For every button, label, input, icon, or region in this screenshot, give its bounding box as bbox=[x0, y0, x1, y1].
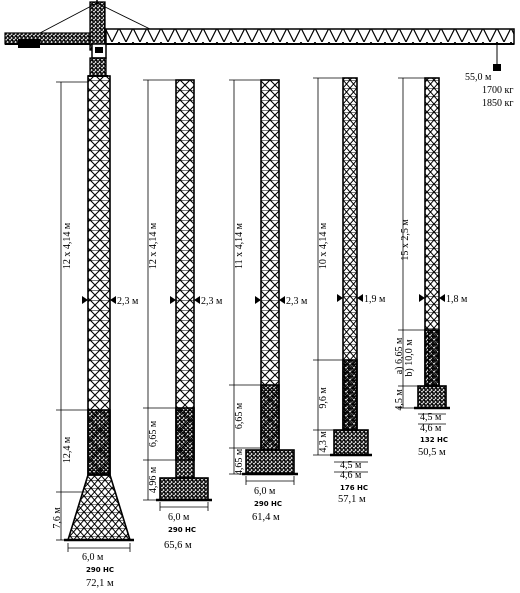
tower-3-height: 61,4 м bbox=[252, 512, 280, 523]
tower-5 bbox=[398, 77, 450, 425]
tower-4-base-dim: 4,6 м bbox=[340, 470, 362, 481]
tower-3-width-label: 2,3 м bbox=[286, 296, 308, 307]
tower-1-base bbox=[66, 474, 132, 541]
tower-2-height: 65,6 м bbox=[164, 540, 192, 551]
tower-5-ballast bbox=[417, 385, 447, 409]
tower-5-lower-mast bbox=[424, 329, 440, 387]
tower-1-width-label: 2,3 м bbox=[117, 296, 139, 307]
tower-2-section-label: 12 x 4,14 м bbox=[148, 222, 159, 269]
tower-4-width-label: 1,9 м bbox=[364, 294, 386, 305]
jib bbox=[4, 0, 515, 77]
tower-1-height: 72,1 м bbox=[86, 578, 114, 589]
tower-3-section-label: 11 x 4,14 м bbox=[234, 222, 245, 269]
tower-3-base-name: 290 HC bbox=[254, 500, 282, 508]
tower-5-base-name: 132 HC bbox=[420, 436, 448, 444]
tower-1-section-label: 12 x 4,14 м bbox=[62, 222, 73, 269]
tower-4-lower-mast bbox=[342, 359, 358, 431]
tower-4-foot-label: 9,6 м bbox=[318, 387, 329, 409]
tower-2 bbox=[143, 79, 212, 511]
tower-1-base-name: 290 HC bbox=[86, 566, 114, 574]
tower-4-base-label: 4,3 м bbox=[318, 431, 329, 453]
tower-2-lower-mast bbox=[175, 407, 195, 479]
tower-5-height: 50,5 м bbox=[418, 447, 446, 458]
tower-1-base-dim: 6,0 м bbox=[82, 552, 104, 563]
tower-4-base-dim2: 4,5 м bbox=[340, 460, 362, 471]
tower-2-base-dim: 6,0 м bbox=[168, 512, 190, 523]
tower-1-lower-mast bbox=[87, 409, 111, 476]
tower-5-base-label: 4,5 м bbox=[394, 389, 405, 411]
jib-max-load-label: 1850 кг bbox=[482, 98, 513, 109]
counter-jib bbox=[4, 32, 91, 45]
main-jib bbox=[105, 28, 515, 45]
tower-5-width-label: 1,8 м bbox=[446, 294, 468, 305]
tower-4-ballast bbox=[333, 429, 369, 456]
tower-2-mast bbox=[175, 79, 195, 461]
tower-4-base-name: 176 HC bbox=[340, 484, 368, 492]
tower-3-foot-label: 6,65 м bbox=[234, 402, 245, 429]
tower-4-height: 57,1 м bbox=[338, 494, 366, 505]
tower-2-width-label: 2,3 м bbox=[201, 296, 223, 307]
tower-3-base-dim: 6,0 м bbox=[254, 486, 276, 497]
tower-head bbox=[89, 1, 106, 51]
jib-end-load-label: 1700 кг bbox=[482, 85, 513, 96]
tower-5-foot-label-a: a) 6,65 м bbox=[394, 337, 405, 374]
tower-1-foot-label: 12,4 м bbox=[62, 436, 73, 463]
tower-5-base-dim2: 4,5 м bbox=[420, 412, 442, 423]
tower-1 bbox=[56, 75, 134, 552]
tower-3-base-label: 4,65 м bbox=[234, 448, 245, 475]
tower-2-foot-label: 6,65 м bbox=[148, 420, 159, 447]
tower-5-foot-label-b: b) 10,0 м bbox=[404, 339, 415, 377]
tower-4-section-label: 10 x 4,14 м bbox=[318, 222, 329, 269]
tower-2-ballast bbox=[159, 477, 209, 501]
tower-5-base-dim: 4,6 м bbox=[420, 423, 442, 434]
tower-4 bbox=[313, 77, 372, 473]
tower-3-ballast bbox=[245, 449, 295, 475]
tower-5-section-label: 15 x 2,5 м bbox=[400, 219, 411, 261]
tower-2-base-name: 290 HC bbox=[168, 526, 196, 534]
tower-3 bbox=[229, 79, 298, 485]
tower-2-base-label: 4,96 м bbox=[148, 466, 159, 493]
hook bbox=[493, 64, 501, 71]
tower-1-base-label: 7,6 м bbox=[52, 507, 63, 529]
jib-radius-label: 55,0 м bbox=[465, 72, 492, 83]
tower-3-lower-mast bbox=[260, 384, 280, 451]
